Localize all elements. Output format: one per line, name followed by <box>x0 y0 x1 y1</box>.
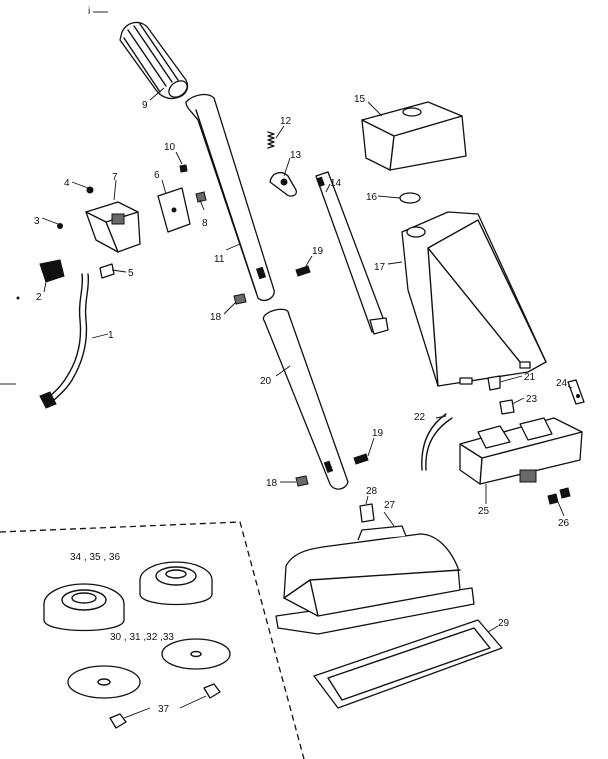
callout-26: 26 <box>558 518 570 529</box>
callout-25: 25 <box>478 506 490 517</box>
part-7-switch-bracket <box>85 201 141 253</box>
callout-18b: 18 <box>266 478 278 489</box>
part-19a-screw <box>295 265 311 277</box>
part-28-small-clip <box>359 503 375 523</box>
callout-8: 8 <box>202 218 208 229</box>
callout-22: 22 <box>414 412 426 423</box>
callout-9: 9 <box>142 100 148 111</box>
callout-29: 29 <box>498 618 510 629</box>
callout-18a: 18 <box>210 312 222 323</box>
callout-3: 3 <box>34 216 40 227</box>
part-8-screw <box>195 191 207 203</box>
callout-11: 11 <box>214 254 225 265</box>
part-13-clip-latch <box>269 171 297 197</box>
part-24-bracket <box>567 379 585 405</box>
leader-lines <box>41 87 573 719</box>
callout-21: 21 <box>524 372 536 383</box>
part-30-33-pad-left <box>67 665 141 699</box>
callout-16: 16 <box>366 192 378 203</box>
part-11-upper-handle-tube <box>185 93 275 302</box>
part-1-power-cord <box>39 273 90 409</box>
part-15-cap-cover <box>361 101 467 171</box>
callout-4: 4 <box>64 178 70 189</box>
part-37-clip-left <box>109 713 127 729</box>
accessory-kit-boundary <box>0 521 305 759</box>
callout-13: 13 <box>290 150 302 161</box>
callout-1: 1 <box>108 330 114 341</box>
callout-labels: 1 2 3 4 5 6 7 8 9 10 11 12 13 14 15 16 1… <box>34 94 570 715</box>
part-23-fitting <box>499 399 515 415</box>
callout-17: 17 <box>374 262 386 273</box>
part-25-base-tray <box>459 417 583 485</box>
part-21-fitting <box>487 375 501 391</box>
part-34-36-brush-left <box>43 583 125 632</box>
callout-34-36: 34 , 35 , 36 <box>70 552 120 563</box>
part-9-handle-grip <box>119 21 189 100</box>
callout-6: 6 <box>154 170 160 181</box>
part-6-plate <box>157 187 191 233</box>
part-12-spring <box>267 131 275 149</box>
part-37-clip-right <box>203 683 221 699</box>
corner-mark: i <box>88 6 90 17</box>
callout-23: 23 <box>526 394 538 405</box>
callout-2: 2 <box>36 292 42 303</box>
part-30-33-pad-right <box>161 638 231 670</box>
callout-20: 20 <box>260 376 272 387</box>
callout-24: 24 <box>556 378 568 389</box>
part-18a-screw <box>233 293 247 305</box>
part-22-hose <box>421 413 453 471</box>
part-20-lower-handle-tube <box>262 308 349 490</box>
part-10-screw <box>179 164 188 173</box>
part-18b-screw <box>295 475 309 487</box>
callout-12: 12 <box>280 116 292 127</box>
part-19b-screw <box>353 453 369 465</box>
part-2-switch <box>39 259 65 283</box>
part-16-plug-disc <box>399 192 421 204</box>
callout-37: 37 <box>158 704 170 715</box>
part-17-tank-body <box>401 211 547 387</box>
part-5-connector <box>99 263 115 279</box>
callout-10: 10 <box>164 142 176 153</box>
callout-5: 5 <box>128 268 134 279</box>
callout-7: 7 <box>112 172 118 183</box>
callout-15: 15 <box>354 94 366 105</box>
part-29-filter-tray <box>313 619 503 709</box>
edge-dot <box>16 296 20 300</box>
callout-19b: 19 <box>372 428 384 439</box>
part-14-support-bar <box>315 171 389 335</box>
part-34-36-brush-right <box>139 561 213 606</box>
callout-30-33: 30 , 31 ,32 ,33 <box>110 632 174 643</box>
callout-19a: 19 <box>312 246 324 257</box>
callout-28: 28 <box>366 486 378 497</box>
part-4-screw <box>86 186 94 194</box>
part-3-screw <box>57 223 63 229</box>
part-27-base-housing <box>275 525 475 635</box>
part-26-screws <box>547 487 571 505</box>
callout-27: 27 <box>384 500 396 511</box>
callout-14: 14 <box>330 178 342 189</box>
